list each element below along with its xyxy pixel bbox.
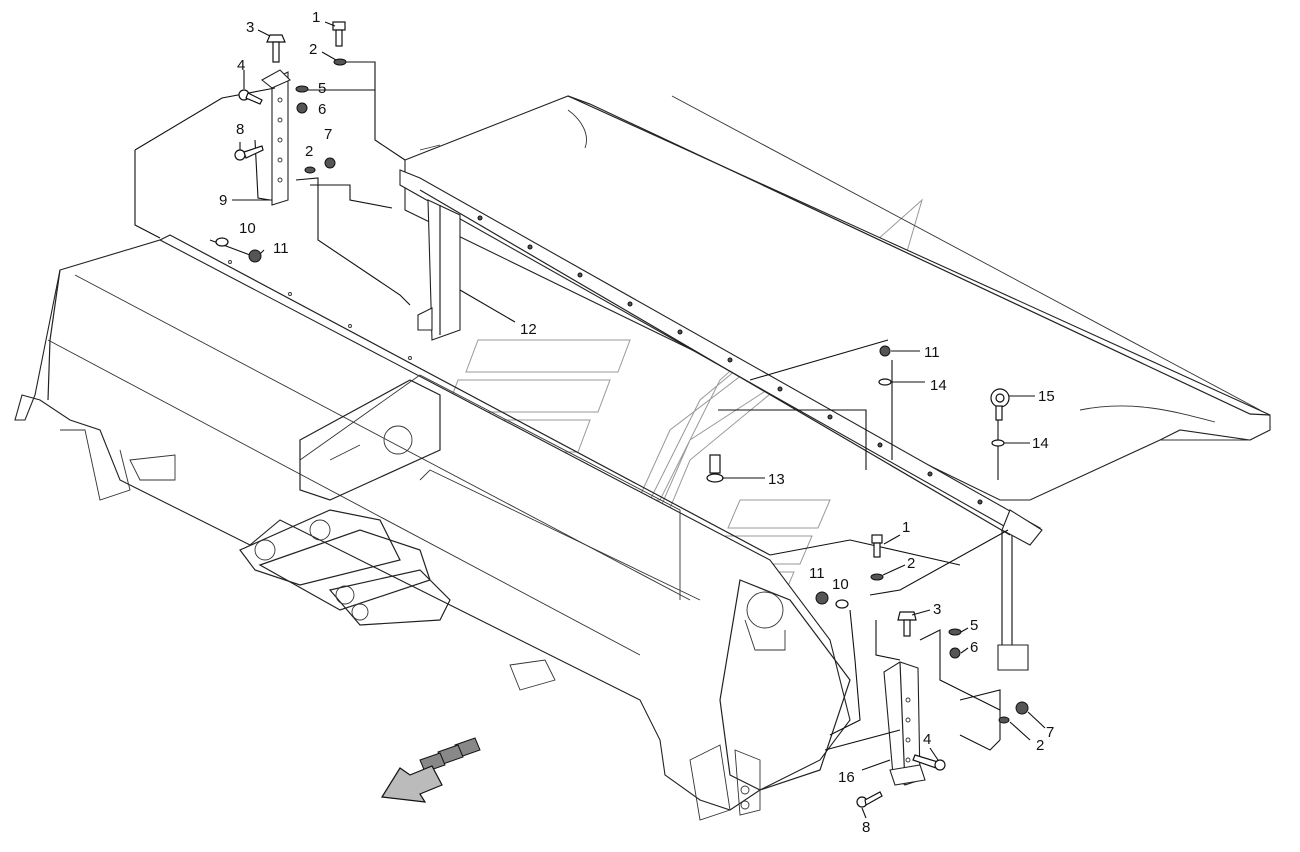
callout-8: 8: [236, 121, 244, 138]
top-rail: [399, 169, 1043, 671]
callout-6: 6: [970, 639, 978, 656]
callout-1: 1: [312, 9, 320, 26]
callout-5: 5: [318, 80, 326, 97]
callout-12: 12: [520, 321, 537, 338]
housing-body: [14, 234, 851, 821]
callout-10: 10: [832, 576, 849, 593]
callout-2: 2: [907, 555, 915, 572]
callout-leaders: [232, 21, 1046, 819]
callout-5: 5: [970, 617, 978, 634]
callout-1: 1: [902, 519, 910, 536]
callout-10: 10: [239, 220, 256, 237]
callout-4: 4: [237, 57, 245, 74]
callout-2: 2: [305, 143, 313, 160]
callout-8: 8: [862, 819, 870, 836]
rear-cover-panel: [404, 95, 1271, 501]
bracket-left: [261, 69, 291, 206]
callout-labels: 1 2 3 4 5 6 8 2 7 9 10 11 12 11 14 15 14…: [219, 9, 1055, 836]
callout-2: 2: [1036, 737, 1044, 754]
callout-3: 3: [933, 601, 941, 618]
callout-16: 16: [838, 769, 855, 786]
callout-15: 15: [1038, 388, 1055, 405]
callout-11: 11: [809, 565, 825, 582]
callout-7: 7: [324, 126, 332, 143]
callout-11: 11: [273, 240, 289, 257]
callout-13: 13: [768, 471, 785, 488]
callout-7: 7: [1046, 724, 1054, 741]
callout-4: 4: [923, 731, 931, 748]
callout-3: 3: [246, 19, 254, 36]
direction-arrow-icon: [380, 737, 481, 803]
callout-14: 14: [1032, 435, 1049, 452]
callout-6: 6: [318, 101, 326, 118]
callout-9: 9: [219, 192, 227, 209]
callout-14: 14: [930, 377, 947, 394]
assembly-lines: [134, 61, 1009, 751]
bracket-right: [883, 661, 926, 786]
callout-2: 2: [309, 41, 317, 58]
callout-11: 11: [924, 344, 940, 361]
